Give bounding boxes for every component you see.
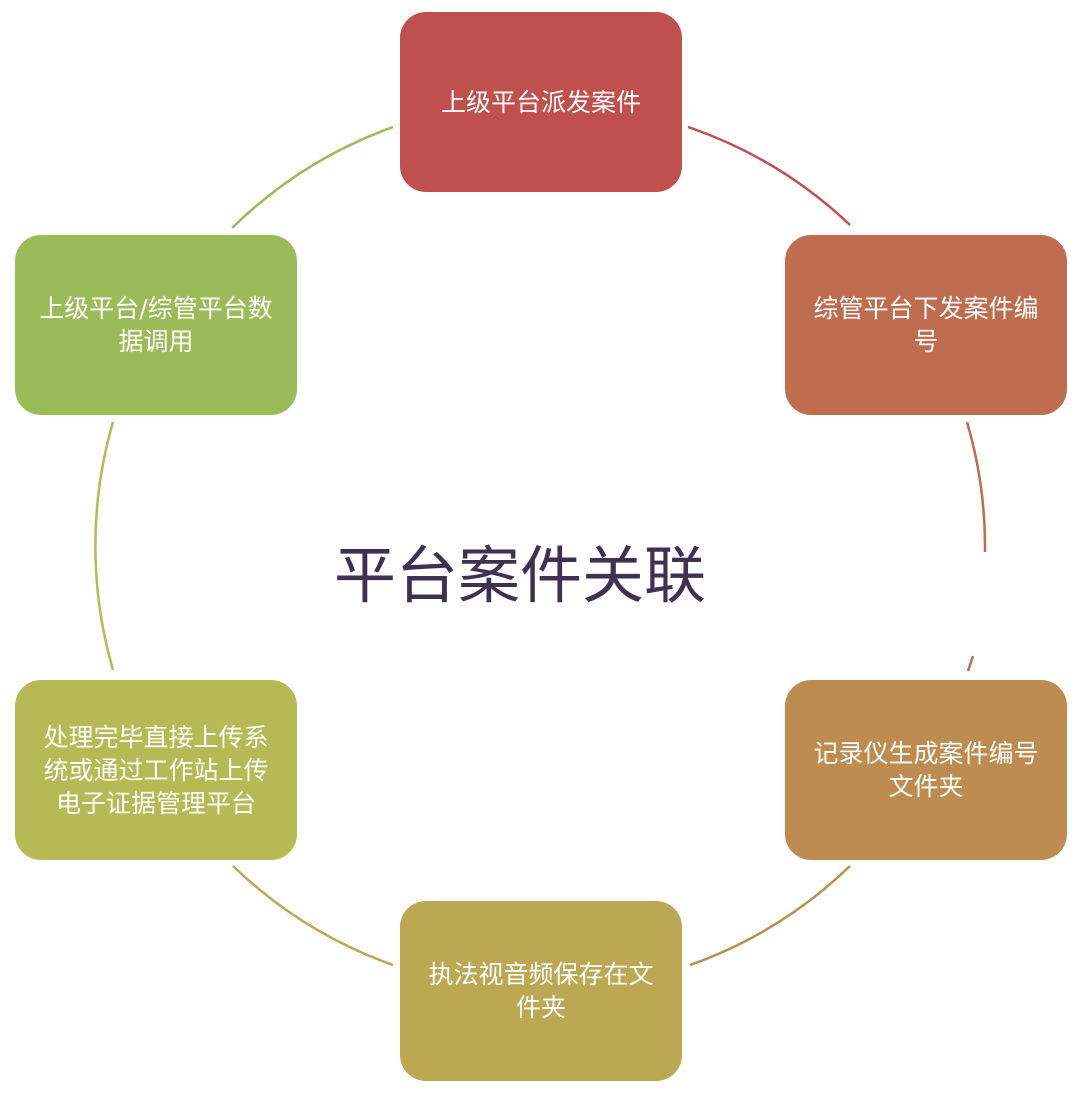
arc-2-3b [966, 655, 975, 672]
step-issue-case-number: 综管平台下发案件编号 [785, 235, 1067, 415]
step-save-video: 执法视音频保存在文件夹 [400, 901, 682, 1081]
step-dispatch-case: 上级平台派发案件 [400, 12, 682, 192]
arc-5-6 [94, 421, 115, 671]
arc-1-2 [687, 125, 851, 226]
step-recorder-folder: 记录仪生成案件编号文件夹 [785, 680, 1067, 860]
arc-4-5 [232, 865, 394, 967]
step-data-access: 上级平台/综管平台数据调用 [15, 235, 297, 415]
diagram-title: 平台案件关联 [333, 539, 706, 612]
step-upload-evidence: 处理完毕直接上传系统或通过工作站上传电子证据管理平台 [15, 680, 297, 860]
arc-3-4 [689, 865, 851, 967]
arc-6-1 [231, 125, 394, 229]
arc-2-3 [965, 421, 987, 553]
